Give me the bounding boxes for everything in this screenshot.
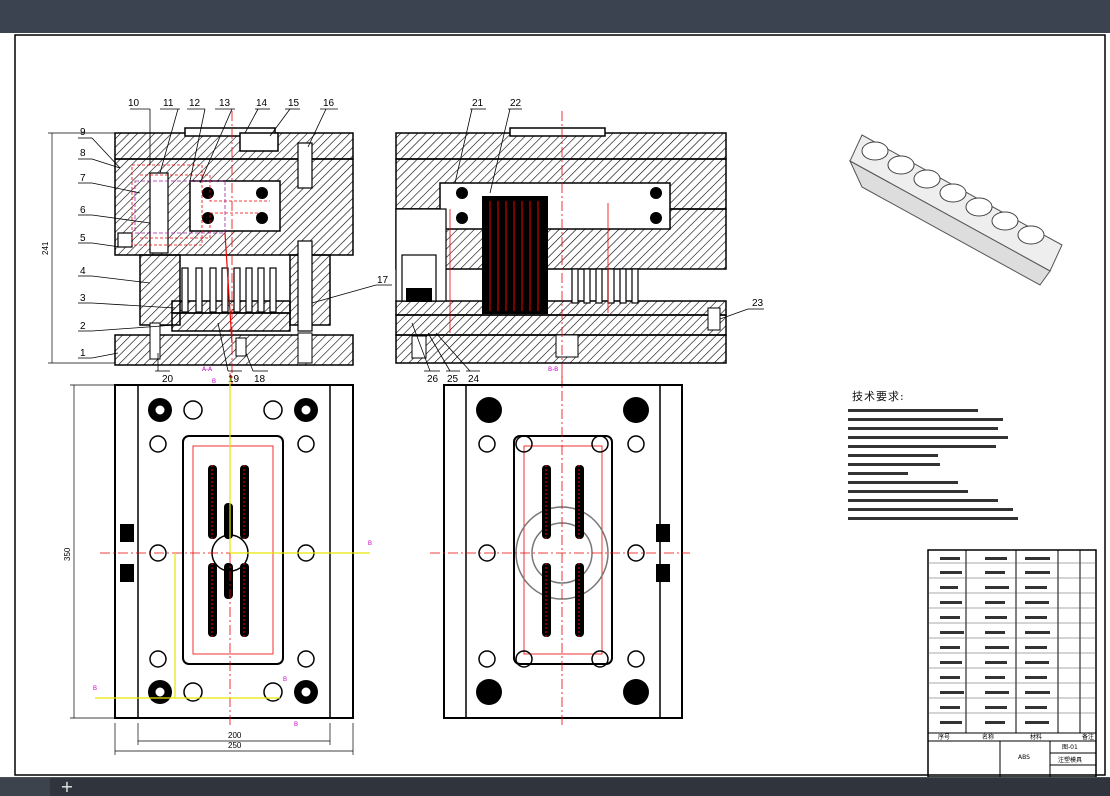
part-callouts-right xyxy=(411,108,764,372)
svg-text:6: 6 xyxy=(80,205,86,216)
title-block xyxy=(927,549,1097,777)
title-bar xyxy=(0,0,1110,34)
svg-text:5: 5 xyxy=(80,233,86,244)
svg-text:序号: 序号 xyxy=(938,733,950,741)
svg-text:4: 4 xyxy=(80,266,86,277)
dim-250: 250 xyxy=(228,741,242,750)
front-section-left xyxy=(114,111,354,393)
svg-text:26: 26 xyxy=(427,374,439,385)
svg-text:22: 22 xyxy=(510,98,522,109)
svg-text:17: 17 xyxy=(377,275,389,286)
svg-text:名称: 名称 xyxy=(982,733,994,741)
svg-text:11: 11 xyxy=(163,98,174,109)
drawing-canvas[interactable]: 10 11 12 13 14 15 16 9 8 7 6 5 4 3 2 1 1… xyxy=(0,33,1110,777)
sheet-border xyxy=(14,34,1106,776)
layout-tabs[interactable] xyxy=(0,778,50,796)
dim-241: 241 xyxy=(41,241,50,255)
tech-requirements-title: 技术要求: xyxy=(852,390,905,403)
svg-text:2: 2 xyxy=(80,321,86,332)
front-section-right xyxy=(395,111,727,393)
svg-text:23: 23 xyxy=(752,298,764,309)
svg-text:16: 16 xyxy=(323,98,335,109)
svg-text:B: B xyxy=(368,541,372,547)
svg-text:7: 7 xyxy=(80,173,86,184)
title-block-text: 序号 名称 材料 备注 ABS 图-01 注塑模具 xyxy=(938,733,1094,764)
svg-text:8: 8 xyxy=(80,148,86,159)
technical-notes xyxy=(848,409,1018,520)
section-label-bb: B-B xyxy=(548,366,558,373)
svg-text:1: 1 xyxy=(80,348,86,359)
svg-text:12: 12 xyxy=(189,98,201,109)
cad-drawing: 10 11 12 13 14 15 16 9 8 7 6 5 4 3 2 1 1… xyxy=(14,34,1106,777)
svg-text:15: 15 xyxy=(288,98,300,109)
svg-text:3: 3 xyxy=(80,293,86,304)
svg-text:18: 18 xyxy=(254,374,266,385)
plan-view-right xyxy=(430,373,690,728)
dimension-height-left xyxy=(48,132,115,364)
svg-text:25: 25 xyxy=(447,374,459,385)
svg-text:24: 24 xyxy=(468,374,480,385)
svg-text:B: B xyxy=(93,686,97,692)
svg-text:ABS: ABS xyxy=(1018,754,1030,761)
svg-text:备注: 备注 xyxy=(1082,733,1094,741)
svg-text:图-01: 图-01 xyxy=(1062,744,1078,751)
svg-text:21: 21 xyxy=(472,98,484,109)
dim-350: 350 xyxy=(63,547,72,561)
svg-text:B: B xyxy=(283,677,287,683)
part-callouts-left xyxy=(78,108,392,372)
part-isometric-view xyxy=(848,134,1063,286)
svg-text:19: 19 xyxy=(228,374,240,385)
part-number-labels-left: 10 11 12 13 14 15 16 9 8 7 6 5 4 3 2 1 1… xyxy=(80,98,389,385)
svg-text:10: 10 xyxy=(128,98,140,109)
part-number-labels-right: 21 22 23 26 25 24 xyxy=(427,98,764,385)
svg-text:20: 20 xyxy=(162,374,174,385)
svg-text:注塑模具: 注塑模具 xyxy=(1058,756,1082,764)
section-label-aa: A-A xyxy=(202,366,213,373)
dim-200: 200 xyxy=(228,731,242,740)
dimension-plan-left xyxy=(70,384,354,755)
layout-tab-bar: + xyxy=(0,777,1110,796)
svg-text:材料: 材料 xyxy=(1030,733,1042,741)
svg-text:B: B xyxy=(294,722,298,728)
plan-view-left: B B B B B xyxy=(93,373,372,728)
svg-text:13: 13 xyxy=(219,98,231,109)
svg-text:14: 14 xyxy=(256,98,268,109)
svg-text:B: B xyxy=(212,379,216,385)
add-layout-button[interactable]: + xyxy=(60,777,74,796)
svg-text:9: 9 xyxy=(80,127,86,138)
